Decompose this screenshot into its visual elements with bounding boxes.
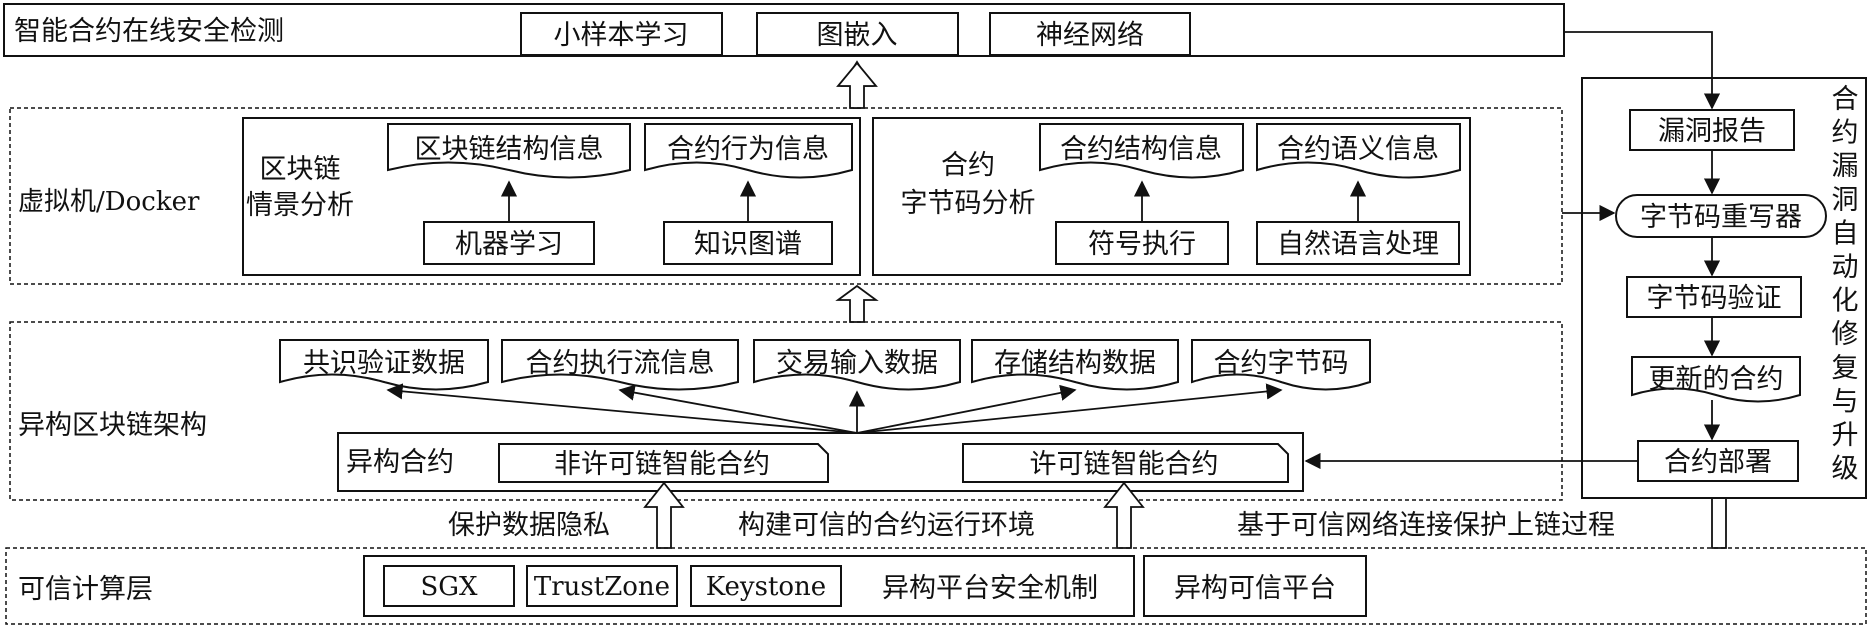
detection-item-label: 神经网络 xyxy=(1036,20,1144,51)
vm-docker-layer: 虚拟机/Docker 区块链 情景分析 区块链结构信息 合约行为信息 机器学习 … xyxy=(9,107,1563,285)
blockchain-scenario-analysis: 区块链 情景分析 区块链结构信息 合约行为信息 机器学习 知识图谱 xyxy=(242,117,861,276)
doc-shape xyxy=(971,339,1179,391)
detection-item-few-shot: 小样本学习 xyxy=(520,12,723,56)
repair-title-char: 化 xyxy=(1832,286,1859,317)
bytecode-analysis-title-line1: 合约 xyxy=(941,150,995,181)
knowledge-graph: 知识图谱 xyxy=(694,229,802,260)
non-permissioned-contract: 非许可链智能合约 xyxy=(554,449,770,480)
consensus-verification-data: 共识验证数据 xyxy=(303,348,465,379)
contract-execution-flow-info: 合约执行流信息 xyxy=(526,348,715,379)
doc-shape xyxy=(279,339,489,391)
contract-bytecode-analysis: 合约 字节码分析 合约结构信息 合约语义信息 符号执行 自然语言处理 xyxy=(872,117,1471,276)
contract-semantic-info: 合约语义信息 xyxy=(1277,134,1439,165)
hollow-up-arrow-body xyxy=(836,61,878,109)
detection-item-label: 图嵌入 xyxy=(817,20,898,51)
blockchain-analysis-title-line2: 情景分析 xyxy=(246,190,354,221)
contract-shape xyxy=(962,443,1289,483)
repair-title-char: 洞 xyxy=(1832,185,1859,216)
doc-shape xyxy=(1039,123,1244,179)
trusted-platform-label: 异构可信平台 xyxy=(1174,573,1336,604)
online-detection-layer: 智能合约在线安全检测 小样本学习 图嵌入 神经网络 xyxy=(3,3,1565,57)
machine-learning: 机器学习 xyxy=(455,229,563,260)
repair-title-char: 约 xyxy=(1832,118,1859,149)
vm-docker-title: 虚拟机/Docker xyxy=(18,187,200,217)
hetero-security-mechanism: SGX TrustZone Keystone 异构平台安全机制 xyxy=(363,555,1135,617)
doc-shape xyxy=(1256,123,1461,179)
doc-shape xyxy=(644,123,853,179)
repair-panel: 合约漏洞自动化修复与升级 漏洞报告 字节码重写器 字节码验证 更新的合约 合约部… xyxy=(1581,77,1867,499)
doc-shape xyxy=(387,123,631,179)
mechanism-keystone: Keystone xyxy=(706,572,826,602)
report-connector xyxy=(1564,31,1721,110)
repair-title-char: 升 xyxy=(1832,420,1859,451)
bridge-row: 保护数据隐私 构建可信的合约运行环境 基于可信网络连接保护上链过程 xyxy=(448,460,1741,549)
contract-structure-info: 合约结构信息 xyxy=(1060,134,1222,165)
bridge-privacy: 保护数据隐私 xyxy=(448,510,610,541)
symbolic-execution: 符号执行 xyxy=(1088,229,1196,260)
storage-structure-data: 存储结构数据 xyxy=(994,348,1156,379)
repair-step-bytecode-verify: 字节码验证 xyxy=(1647,283,1782,314)
transaction-input-data: 交易输入数据 xyxy=(776,348,938,379)
mechanism-trustzone: TrustZone xyxy=(534,572,670,602)
repair-title-char: 复 xyxy=(1832,353,1859,384)
natural-language-processing: 自然语言处理 xyxy=(1277,229,1439,260)
doc-shape xyxy=(501,339,739,391)
hetero-contract: 异构合约 非许可链智能合约 许可链智能合约 xyxy=(337,432,1304,492)
repair-title-char: 合 xyxy=(1832,84,1859,115)
blockchain-structure-info: 区块链结构信息 xyxy=(415,134,604,165)
hollow-up-arrow xyxy=(835,284,879,323)
repair-title-char: 动 xyxy=(1832,252,1859,283)
repair-step-vuln-report: 漏洞报告 xyxy=(1658,116,1766,147)
doc-shape xyxy=(753,339,961,391)
contract-bytecode: 合约字节码 xyxy=(1214,348,1349,379)
permissioned-contract: 许可链智能合约 xyxy=(1030,449,1219,480)
bridge-network: 基于可信网络连接保护上链过程 xyxy=(1237,510,1615,541)
online-detection-title: 智能合约在线安全检测 xyxy=(14,16,284,47)
mechanism-label: 异构平台安全机制 xyxy=(882,573,1098,604)
repair-title-char: 修 xyxy=(1832,319,1859,350)
hetero-blockchain-layer: 异构区块链架构 共识验证数据 合约执行流信息 交易输入数据 存储结构数据 合约字… xyxy=(9,321,1563,501)
repair-title-char: 级 xyxy=(1832,454,1859,485)
contract-behavior-info: 合约行为信息 xyxy=(667,134,829,165)
bridge-trusted-env: 构建可信的合约运行环境 xyxy=(738,510,1035,541)
hetero-blockchain-title: 异构区块链架构 xyxy=(18,410,207,441)
contract-shape xyxy=(498,443,829,483)
hetero-contract-label: 异构合约 xyxy=(346,447,454,478)
mechanism-sgx: SGX xyxy=(420,572,478,602)
doc-shape xyxy=(1191,339,1371,391)
repair-step-deploy: 合约部署 xyxy=(1664,447,1772,478)
repair-step-updated-contract: 更新的合约 xyxy=(1649,364,1784,395)
fan-arrows xyxy=(386,383,1283,434)
trusted-computing-layer: 可信计算层 SGX TrustZone Keystone 异构平台安全机制 异构… xyxy=(5,547,1867,625)
repair-title-char: 与 xyxy=(1832,386,1859,417)
repair-title-char: 自 xyxy=(1832,218,1859,249)
trusted-computing-title: 可信计算层 xyxy=(18,574,153,605)
detection-item-graph-embedding: 图嵌入 xyxy=(756,12,959,56)
bytecode-analysis-title-line2: 字节码分析 xyxy=(901,188,1036,219)
blockchain-analysis-title-line1: 区块链 xyxy=(260,154,341,185)
repair-step-bytecode-rewriter: 字节码重写器 xyxy=(1640,202,1802,233)
repair-title: 合约漏洞自动化修复与升级 xyxy=(1832,84,1859,485)
hollow-up-arrow xyxy=(643,481,685,549)
doc-shape xyxy=(1631,356,1801,403)
repair-title-char: 漏 xyxy=(1832,151,1859,182)
hollow-up-arrow xyxy=(1103,481,1145,549)
hetero-trusted-platform: 异构可信平台 xyxy=(1143,555,1367,617)
detection-item-neural-network: 神经网络 xyxy=(989,12,1191,56)
detection-item-label: 小样本学习 xyxy=(554,20,689,51)
